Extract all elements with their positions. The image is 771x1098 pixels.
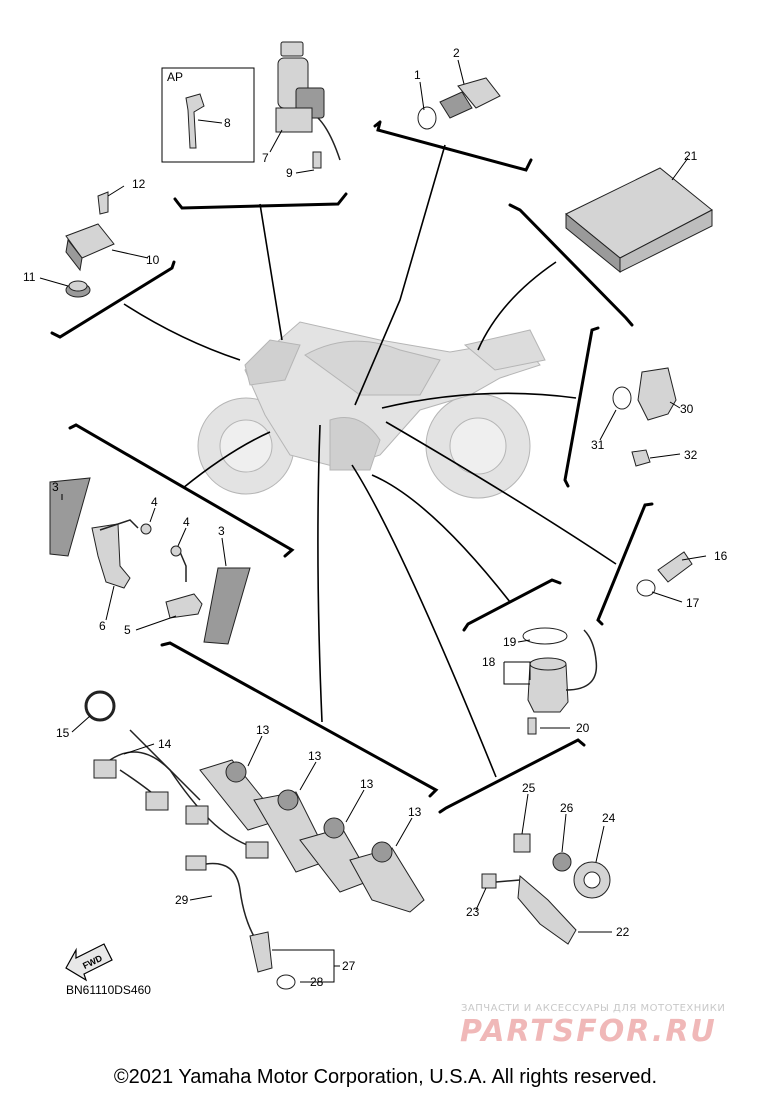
motorcycle-illustration [197,321,546,499]
callout-13d: 13 [408,805,422,819]
callout-20: 20 [576,721,590,735]
part-sensor-switch-2 [417,77,501,130]
callout-22: 22 [616,925,630,939]
callout-15: 15 [56,726,70,740]
callout-23: 23 [466,905,480,919]
part-sensor-10 [65,191,115,272]
callout-2: 2 [453,46,460,60]
group-brackets [50,120,654,814]
part-sensor-27-29 [185,855,296,990]
callout-17: 17 [686,596,700,610]
part-band-15 [84,690,116,722]
part-harness-14 [93,729,269,859]
callout-5: 5 [124,623,131,637]
callout-3b: 3 [218,524,225,538]
watermark-tagline: ЗАПЧАСТИ И АКСЕССУАРЫ ДЛЯ МОТОТЕХНИКИ [461,1003,726,1014]
callout-1: 1 [414,68,421,82]
callout-13c: 13 [360,777,374,791]
callout-3a: 3 [52,480,59,494]
callout-7: 7 [262,151,269,165]
callout-18: 18 [482,655,496,669]
callout-13b: 13 [308,749,322,763]
callout-31: 31 [591,438,605,452]
part-sensors-3-4-5-6 [49,477,251,645]
part-sensor-22-26 [481,833,611,945]
callout-32: 32 [684,448,698,462]
watermark-brand: PARTSFOR.RU [460,1014,717,1049]
callout-26: 26 [560,801,574,815]
callout-6: 6 [99,619,106,633]
callout-30: 30 [680,402,694,416]
callout-8: 8 [224,116,231,130]
callout-29: 29 [175,893,189,907]
callout-10: 10 [146,253,160,267]
callout-21: 21 [684,149,698,163]
callout-28: 28 [310,975,324,989]
callout-24: 24 [602,811,616,825]
callout-19: 19 [503,635,517,649]
diagram-code: BN61110DS460 [66,983,151,997]
connector-lines [123,144,617,778]
part-main-switch [275,41,341,169]
callout-4a: 4 [151,495,158,509]
callout-14: 14 [158,737,172,751]
ap-box: AP [161,67,255,163]
callout-25: 25 [522,781,536,795]
callout-16: 16 [714,549,728,563]
part-ecu [565,167,713,274]
callout-9: 9 [286,166,293,180]
part-sensor-16-17 [636,551,693,597]
part-grommet-11 [65,280,91,298]
leader-lines [39,59,707,983]
part-coils-13 [199,759,425,913]
callout-11: 11 [23,270,36,284]
copyright-footer: ©2021 Yamaha Motor Corporation, U.S.A. A… [113,1066,658,1088]
fwd-arrow: FWD [65,943,113,982]
ap-label: AP [167,70,183,84]
part-pump-18-20 [522,627,598,735]
callout-27: 27 [342,959,356,973]
callout-4b: 4 [183,515,190,529]
part-sensor-30-31-32 [612,367,677,467]
callout-12: 12 [132,177,146,191]
callout-13a: 13 [256,723,270,737]
callout-numbers: 1 2 3 3 4 4 5 6 7 8 9 10 11 12 13 13 13 … [23,46,728,989]
